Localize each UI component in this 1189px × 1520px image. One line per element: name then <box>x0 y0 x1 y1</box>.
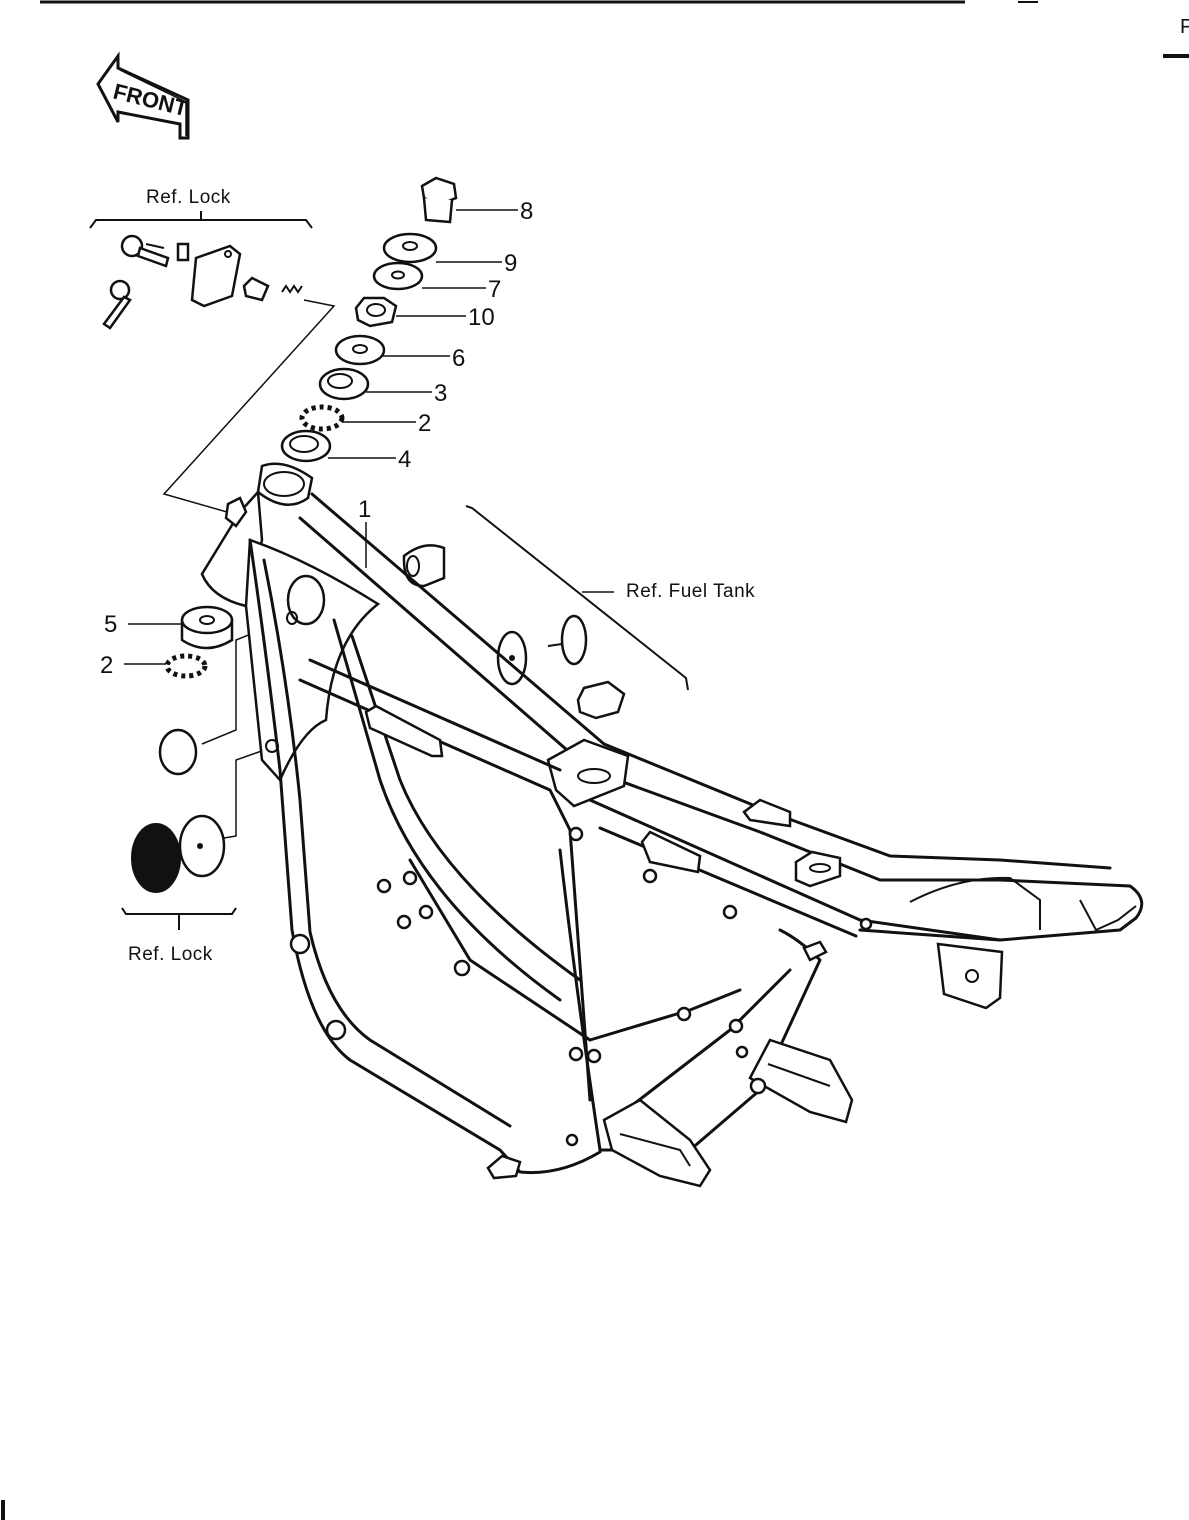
ref-lock-top-group: Ref. Lock <box>89 187 313 229</box>
ref-lock-bottom-group: Ref. Lock <box>121 907 237 965</box>
ref-fuel-tank-group: Ref. Fuel Tank <box>465 505 755 691</box>
motorcycle-frame-drawing <box>200 462 1144 1188</box>
fuel-tank-mount-parts <box>402 544 626 720</box>
callout-1: 1 <box>358 496 371 523</box>
lower-stem-parts <box>164 605 234 679</box>
callout-10: 10 <box>468 304 495 331</box>
ref-lock-top-label: Ref. Lock <box>146 187 231 208</box>
lock-cylinder <box>242 276 303 302</box>
ref-fuel-tank-label: Ref. Fuel Tank <box>626 581 755 602</box>
callout-9: 9 <box>504 250 517 277</box>
steering-lock-covers <box>131 619 287 893</box>
callout-leaders <box>124 209 518 665</box>
lock-plate <box>190 244 242 308</box>
edge-mark: F <box>1180 16 1189 38</box>
callout-6: 6 <box>452 345 465 372</box>
callout-2-lower: 2 <box>100 652 113 679</box>
callout-4: 4 <box>398 446 411 473</box>
ref-lock-bottom-label: Ref. Lock <box>128 944 213 965</box>
steering-stem-parts <box>280 176 458 463</box>
callout-7: 7 <box>488 276 501 303</box>
key-icon <box>102 234 190 330</box>
callout-3: 3 <box>434 380 447 407</box>
callout-2-upper: 2 <box>418 410 431 437</box>
front-arrow-icon: FRONT <box>96 51 191 140</box>
leader-lock-top <box>162 299 336 515</box>
callout-8: 8 <box>520 198 533 225</box>
callout-5: 5 <box>104 611 117 638</box>
